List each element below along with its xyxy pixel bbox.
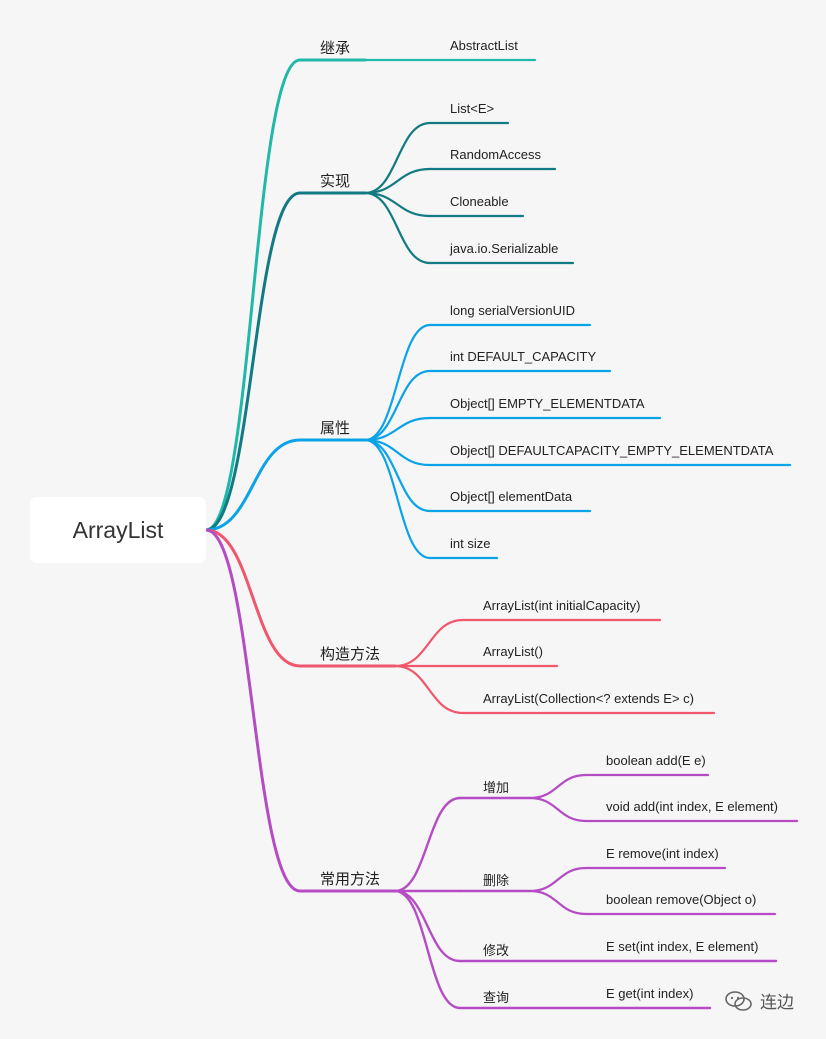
leaf-connector [363,121,432,195]
branch-label-inherit[interactable]: 继承 [320,39,351,57]
sub-connector [393,889,462,1010]
leaf-label[interactable]: long serialVersionUID [450,303,576,318]
leaf-connector [363,369,432,442]
leaf-label[interactable]: AbstractList [450,38,518,53]
branch-label-fields[interactable]: 属性 [320,419,351,437]
leaf-label[interactable]: int size [450,536,491,551]
branch-label-impl[interactable]: 实现 [320,172,351,190]
branch-label-methods[interactable]: 常用方法 [320,870,381,888]
leaf-label[interactable]: ArrayList() [483,644,543,659]
leaf-label[interactable]: Object[] EMPTY_ELEMENTDATA [450,396,645,411]
leaf-label[interactable]: E set(int index, E element) [606,939,759,954]
leaf-label[interactable]: java.io.Serializable [450,241,559,256]
leaf-label[interactable]: E remove(int index) [606,846,719,861]
branch-connector-impl [204,191,302,532]
branch-label-ctors[interactable]: 构造方法 [320,645,381,663]
sub-branch-label[interactable]: 修改 [483,944,510,959]
branch-connector-methods [204,528,302,893]
leaf-connector [528,796,588,823]
leaf-label[interactable]: Object[] elementData [450,489,573,504]
leaf-connector [363,438,432,467]
branch-connector-ctors [204,528,302,668]
leaf-label[interactable]: List<E> [450,101,495,116]
leaf-connector [528,889,588,916]
branch-connector-fields [204,438,302,532]
leaf-connector [528,773,588,800]
leaf-label[interactable]: int DEFAULT_CAPACITY [450,349,597,364]
leaf-connector [363,167,432,195]
watermark-text: 连边 [760,993,794,1013]
leaf-label[interactable]: boolean add(E e) [606,753,706,768]
leaf-connector [528,866,588,893]
leaf-connector [363,191,432,218]
leaf-label[interactable]: Object[] DEFAULTCAPACITY_EMPTY_ELEMENTDA… [450,443,774,458]
watermark: 连边 [724,988,794,1013]
sub-branch-label[interactable]: 增加 [483,781,510,796]
root-node[interactable]: ArrayList [30,497,206,563]
leaf-connector [363,416,432,442]
leaf-connector [363,438,432,560]
leaf-label[interactable]: boolean remove(Object o) [606,892,757,907]
sub-branch-label[interactable]: 删除 [483,874,510,889]
sub-connector [393,796,462,893]
leaf-connector [363,191,432,265]
leaf-label[interactable]: Cloneable [450,194,509,209]
leaf-connector [393,618,465,668]
leaf-connector [363,323,432,442]
leaf-label[interactable]: ArrayList(Collection<? extends E> c) [483,691,694,706]
leaf-label[interactable]: ArrayList(int initialCapacity) [483,598,641,613]
leaf-connector [393,664,465,715]
leaf-label[interactable]: E get(int index) [606,986,694,1001]
sub-branch-label[interactable]: 查询 [483,991,510,1006]
wechat-icon [725,990,752,1011]
branch-connector-inherit [204,58,302,532]
leaf-label[interactable]: void add(int index, E element) [606,799,778,814]
leaf-label[interactable]: RandomAccess [450,147,542,162]
